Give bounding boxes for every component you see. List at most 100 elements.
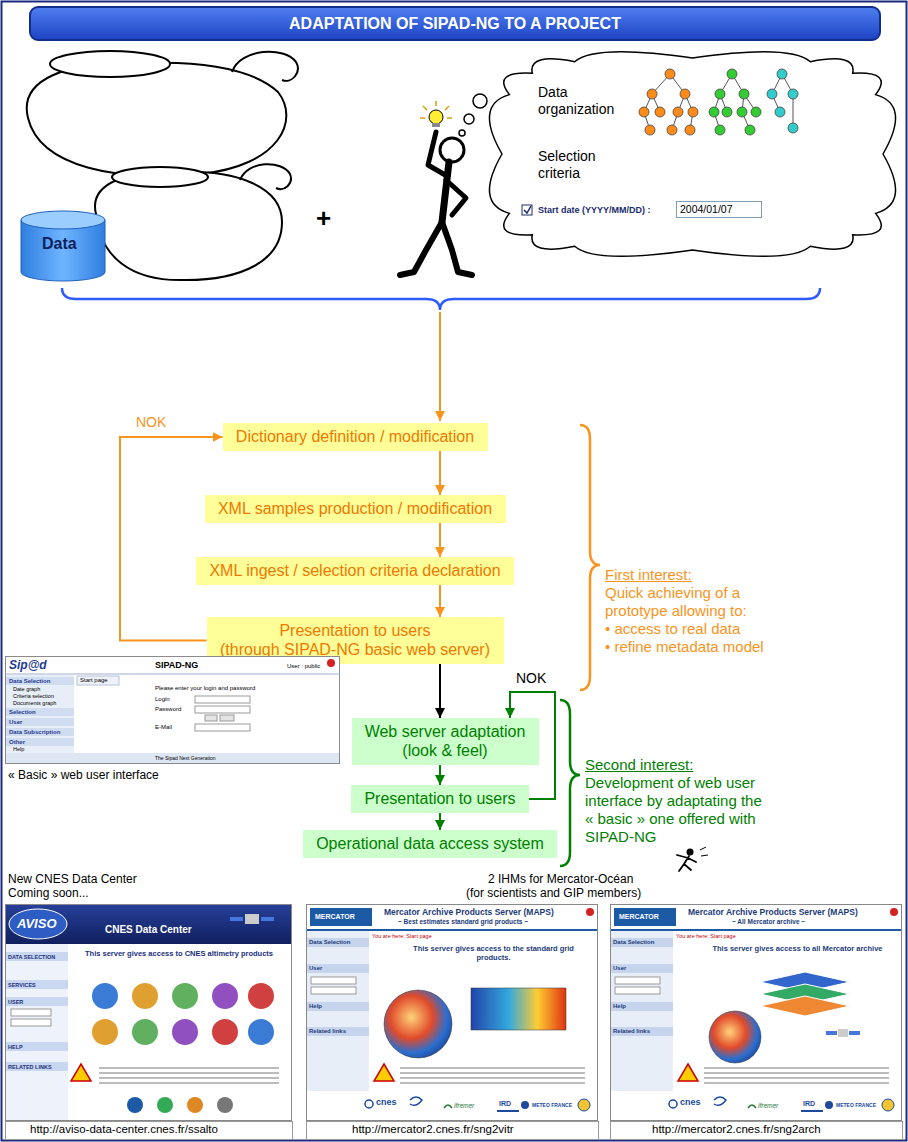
note-heading: Second interest: bbox=[585, 756, 693, 774]
title-banner bbox=[30, 7, 880, 40]
tree-node bbox=[775, 107, 785, 117]
partner-logo bbox=[157, 1097, 173, 1113]
screen-title: Mercator Archive Products Server (MAPS) bbox=[384, 907, 554, 917]
tree-node bbox=[745, 125, 755, 135]
bulb-ray bbox=[435, 101, 437, 106]
menu-column bbox=[307, 931, 369, 1091]
menu-heading-bar bbox=[6, 708, 74, 716]
screen-heading: This server gives access to CNES altimet… bbox=[73, 949, 285, 958]
process-box: Dictionary definition / modification bbox=[223, 423, 488, 451]
screenshot-caption: « Basic » web user interface bbox=[8, 768, 159, 782]
text-line bbox=[704, 1082, 889, 1084]
form-button bbox=[205, 715, 217, 721]
tree-node bbox=[715, 89, 725, 99]
input-box bbox=[311, 977, 356, 984]
plus-sign: + bbox=[316, 203, 331, 234]
form-label: Password bbox=[155, 706, 181, 713]
menu-heading: USER bbox=[8, 999, 23, 1006]
input-box bbox=[195, 706, 250, 713]
box-label: Dictionary definition / modification bbox=[236, 427, 474, 446]
meteo-logo bbox=[825, 1101, 833, 1109]
product-icon bbox=[91, 982, 119, 1010]
screenshot: MERCATORMercator Archive Products Server… bbox=[306, 904, 598, 1121]
note-heading: First interest: bbox=[605, 566, 692, 584]
menu-heading: Related links bbox=[309, 1028, 346, 1035]
logo-box bbox=[614, 908, 676, 926]
breadcrumb: You are here: Start page bbox=[372, 933, 432, 940]
node-label: Data bbox=[42, 234, 77, 253]
url-frame bbox=[6, 1122, 293, 1140]
menu-heading: Data Selection bbox=[9, 678, 50, 685]
logo-box bbox=[310, 908, 372, 926]
menu-heading-bar bbox=[6, 677, 74, 685]
menu-heading: Help bbox=[613, 1003, 626, 1010]
menu-item: Help bbox=[13, 746, 24, 753]
jug-body bbox=[27, 63, 287, 176]
box-label: XML ingest / selection criteria declarat… bbox=[209, 561, 500, 580]
box-label: Web server adaptation (look & feel) bbox=[365, 722, 526, 760]
menu-heading-bar bbox=[611, 1002, 673, 1011]
partner-logo bbox=[187, 1097, 203, 1113]
text-line bbox=[704, 1077, 889, 1079]
tree-node bbox=[685, 125, 695, 135]
screen-heading: This server gives access to all Mercator… bbox=[705, 944, 890, 953]
logo-text: IRD bbox=[499, 1100, 511, 1108]
text-line bbox=[99, 1067, 279, 1069]
tree-node bbox=[767, 89, 777, 99]
box-label: Operational data access system bbox=[316, 834, 544, 853]
flow-connector bbox=[120, 437, 223, 641]
menu-heading-bar bbox=[6, 738, 74, 746]
partner-logo bbox=[217, 1097, 233, 1113]
diagram-title: ADAPTATION OF SIPAD-NG TO A PROJECT bbox=[30, 7, 880, 40]
menu-heading-bar bbox=[307, 1002, 369, 1011]
logo-text: AVISO bbox=[17, 916, 57, 932]
menu-item: Criteria selection bbox=[13, 693, 54, 700]
screen-frame bbox=[6, 905, 292, 1121]
screen-subtitle: ~ All Mercator archive ~ bbox=[732, 918, 805, 926]
menu-heading-bar bbox=[6, 1062, 68, 1071]
globe-image bbox=[709, 1011, 761, 1063]
tree-node bbox=[739, 89, 749, 99]
text-line bbox=[99, 1072, 279, 1074]
satellite-panel bbox=[826, 1031, 837, 1035]
thought-bubble bbox=[464, 114, 474, 124]
edge-label: NOK bbox=[514, 670, 548, 687]
text-line bbox=[99, 1082, 279, 1084]
product-icon bbox=[131, 1018, 159, 1046]
logo-text: METEO FRANCE bbox=[836, 1102, 876, 1108]
screen-frame bbox=[307, 905, 598, 1121]
map-image bbox=[471, 988, 566, 1030]
warning-icon bbox=[71, 1064, 91, 1081]
input-box bbox=[195, 724, 250, 731]
menu-heading: Help bbox=[309, 1003, 322, 1010]
logo-text: IRD bbox=[803, 1100, 815, 1108]
menu-heading: Selection bbox=[9, 709, 36, 716]
text-line bbox=[704, 1067, 889, 1069]
jug-body bbox=[95, 172, 282, 280]
header-rule bbox=[611, 929, 901, 931]
product-icon bbox=[171, 1018, 199, 1046]
shape-outline bbox=[610, 904, 902, 1121]
flow-connector bbox=[439, 813, 441, 830]
bulb-base bbox=[432, 123, 440, 127]
url-text: http://mercator2.cnes.fr/sng2arch bbox=[652, 1123, 821, 1137]
field-label: Start date (YYYY/MM/DD) : bbox=[538, 205, 651, 216]
product-icon bbox=[247, 1018, 275, 1046]
product-icon bbox=[131, 982, 159, 1010]
logo-oval bbox=[9, 909, 67, 939]
product-icon bbox=[171, 982, 199, 1010]
menu-heading-bar bbox=[6, 980, 68, 989]
breadcrumb: You are here: Start page bbox=[676, 933, 736, 940]
ird-logo bbox=[801, 1110, 823, 1112]
menu-item: Documents graph bbox=[13, 700, 56, 707]
ifremer-logo bbox=[748, 1105, 756, 1108]
satellite-panel bbox=[230, 917, 243, 921]
figure-leg bbox=[400, 222, 442, 275]
tree-node bbox=[737, 107, 747, 117]
menu-heading: RELATED LINKS bbox=[8, 1064, 52, 1071]
screenshot-caption: New CNES Data Center bbox=[8, 872, 137, 886]
note-text: Quick achieving of a prototype allowing … bbox=[605, 584, 747, 620]
menu-heading-bar bbox=[6, 718, 74, 726]
page-tab: Start page bbox=[80, 677, 108, 684]
logo-text: cnes bbox=[680, 1097, 701, 1108]
